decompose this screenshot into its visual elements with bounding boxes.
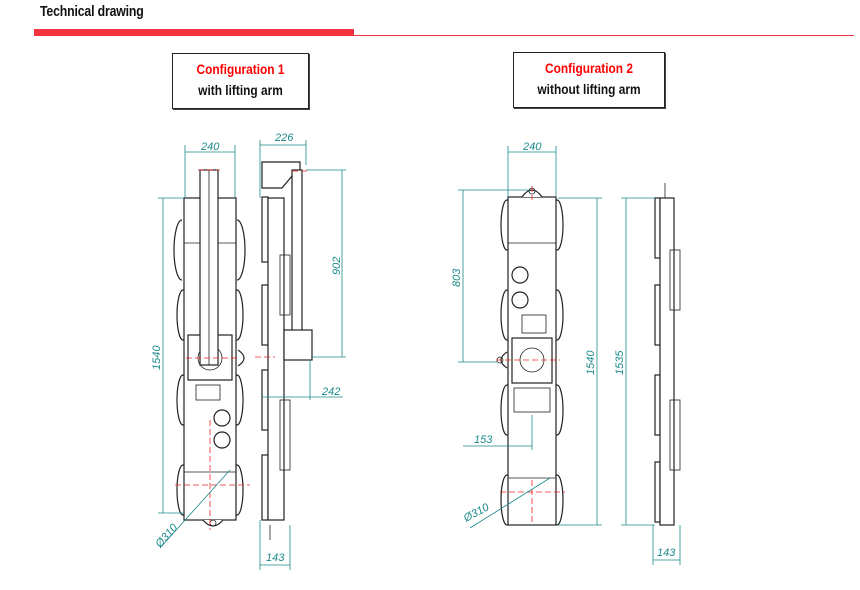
dim-cup-diameter: Ø310 [153, 521, 181, 550]
dim-side-width: 226 [274, 132, 294, 144]
configuration-1-label: Configuration 1 with lifting arm [172, 53, 309, 109]
dim2-eye-height: 803 [451, 268, 463, 287]
title-underline-accent [34, 29, 354, 36]
configuration-1-title: Configuration 1 [196, 61, 285, 77]
dim-width: 240 [200, 141, 220, 153]
dim-height: 1540 [151, 345, 163, 370]
config-2-dimensions: 240 803 1540 1535 153 143 Ø310 [451, 141, 681, 565]
page-title: Technical drawing [40, 3, 144, 20]
title-underline-rule [354, 35, 854, 36]
dim-arm-height: 902 [331, 257, 343, 275]
dim2-width: 240 [522, 141, 542, 153]
configuration-1-subtitle: with lifting arm [198, 82, 283, 98]
dim2-eye-offset: 153 [474, 434, 493, 446]
dim-depth: 143 [266, 552, 285, 564]
config-1-side-view [255, 161, 313, 540]
dim2-depth: 143 [657, 547, 676, 559]
configuration-2-subtitle: without lifting arm [537, 81, 641, 97]
config-1-front-view [173, 169, 250, 530]
configuration-2-label: Configuration 2 without lifting arm [513, 52, 665, 108]
dim2-cup-diameter: Ø310 [461, 501, 492, 525]
dim2-height: 1540 [585, 350, 597, 375]
dim-arm-offset: 242 [321, 386, 340, 398]
config-1-dimensions: 240 1540 226 902 242 143 Ø310 [151, 132, 346, 570]
dim2-side-height: 1535 [614, 350, 626, 375]
config-2-front-view [496, 186, 565, 526]
config-2-side-view [654, 183, 681, 526]
configuration-2-title: Configuration 2 [545, 60, 633, 76]
